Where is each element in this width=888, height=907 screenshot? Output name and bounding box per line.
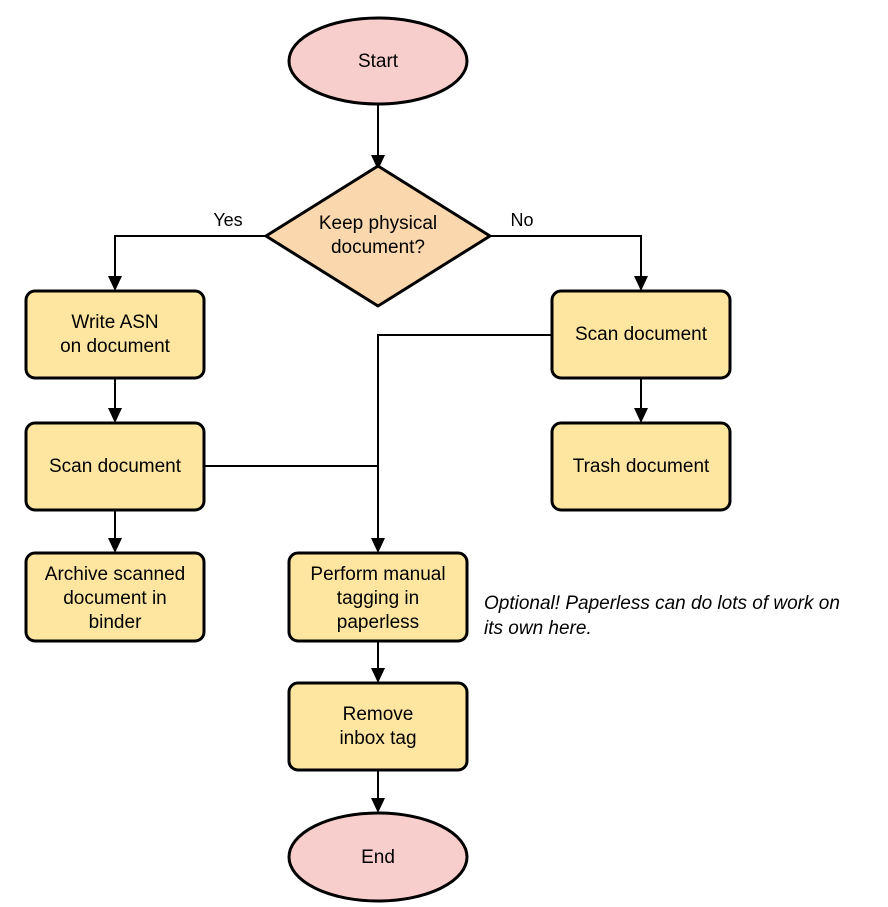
write-asn-label-line2: on document (60, 336, 171, 357)
edge-remove-inbox-to-end (371, 770, 385, 813)
start-ellipse[interactable] (287, 16, 469, 106)
arrow-head (634, 276, 648, 291)
archive-label-line2: document in (63, 588, 167, 609)
arrow-head (371, 155, 385, 170)
edge-line (377, 334, 552, 542)
archive-box[interactable] (24, 551, 206, 643)
decision-diamond[interactable] (264, 164, 492, 308)
arrow-head (108, 538, 122, 553)
edge-scan-right-to-tagging (371, 334, 552, 553)
connectors-layer (108, 104, 648, 813)
node-archive-scanned-document[interactable]: Archive scanned document in binder (24, 551, 206, 643)
remove-inbox-label-line2: inbox tag (339, 728, 416, 749)
arrow-head (108, 408, 122, 423)
edge-decision-to-write-asn (108, 235, 265, 291)
end-label: End (361, 847, 395, 868)
arrow-head (634, 408, 648, 423)
trash-document-label: Trash document (573, 456, 710, 477)
end-ellipse[interactable] (287, 811, 469, 903)
archive-label-line1: Archive scanned (45, 564, 185, 585)
tagging-label-line1: Perform manual (310, 564, 445, 585)
edge-scan-left-to-archive (108, 510, 122, 553)
node-remove-inbox-tag[interactable]: Remove inbox tag (287, 681, 469, 772)
edge-line (490, 235, 642, 280)
node-write-asn-on-document[interactable]: Write ASN on document (24, 289, 206, 380)
decision-label-line1: Keep physical (319, 213, 437, 234)
annotation-optional-note: Optional! Paperless can do lots of work … (484, 593, 840, 639)
node-scan-document-left[interactable]: Scan document (24, 421, 206, 512)
arrow-head (371, 538, 385, 553)
remove-inbox-label-line1: Remove (343, 704, 414, 725)
node-perform-manual-tagging[interactable]: Perform manual tagging in paperless (287, 551, 469, 643)
remove-inbox-tag-box[interactable] (287, 681, 469, 772)
node-scan-document-right[interactable]: Scan document (550, 289, 732, 380)
node-trash-document[interactable]: Trash document (550, 421, 732, 512)
tagging-label-line2: tagging in (337, 588, 419, 609)
edge-label-no: No (510, 210, 533, 230)
scan-document-right-label: Scan document (575, 324, 708, 345)
scan-document-left-box[interactable] (24, 421, 206, 512)
annotation-line1: Optional! Paperless can do lots of work … (484, 593, 840, 614)
archive-label-line3: binder (89, 612, 142, 633)
node-start[interactable]: Start (287, 16, 469, 106)
node-decision-keep-physical-document[interactable]: Keep physical document? (264, 164, 492, 308)
write-asn-label-line1: Write ASN (71, 312, 158, 333)
trash-document-box[interactable] (550, 421, 732, 512)
arrow-head (371, 798, 385, 813)
write-asn-box[interactable] (24, 289, 206, 380)
node-end[interactable]: End (287, 811, 469, 903)
edge-start-to-decision (371, 104, 385, 170)
edge-tagging-to-remove-inbox (371, 641, 385, 683)
edge-label-yes: Yes (213, 210, 242, 230)
scan-document-right-box[interactable] (550, 289, 732, 380)
edge-decision-to-scan-right (490, 235, 648, 291)
start-label: Start (358, 51, 399, 72)
edge-scan-right-to-trash (634, 378, 648, 423)
scan-document-left-label: Scan document (49, 456, 182, 477)
edge-write-asn-to-scan-left (108, 378, 122, 423)
edge-line (114, 235, 265, 280)
arrow-head (371, 668, 385, 683)
arrow-head (108, 276, 122, 291)
tagging-box[interactable] (287, 551, 469, 643)
decision-label-line2: document? (331, 237, 425, 258)
annotation-line2: its own here. (484, 618, 592, 639)
tagging-label-line3: paperless (337, 612, 419, 633)
